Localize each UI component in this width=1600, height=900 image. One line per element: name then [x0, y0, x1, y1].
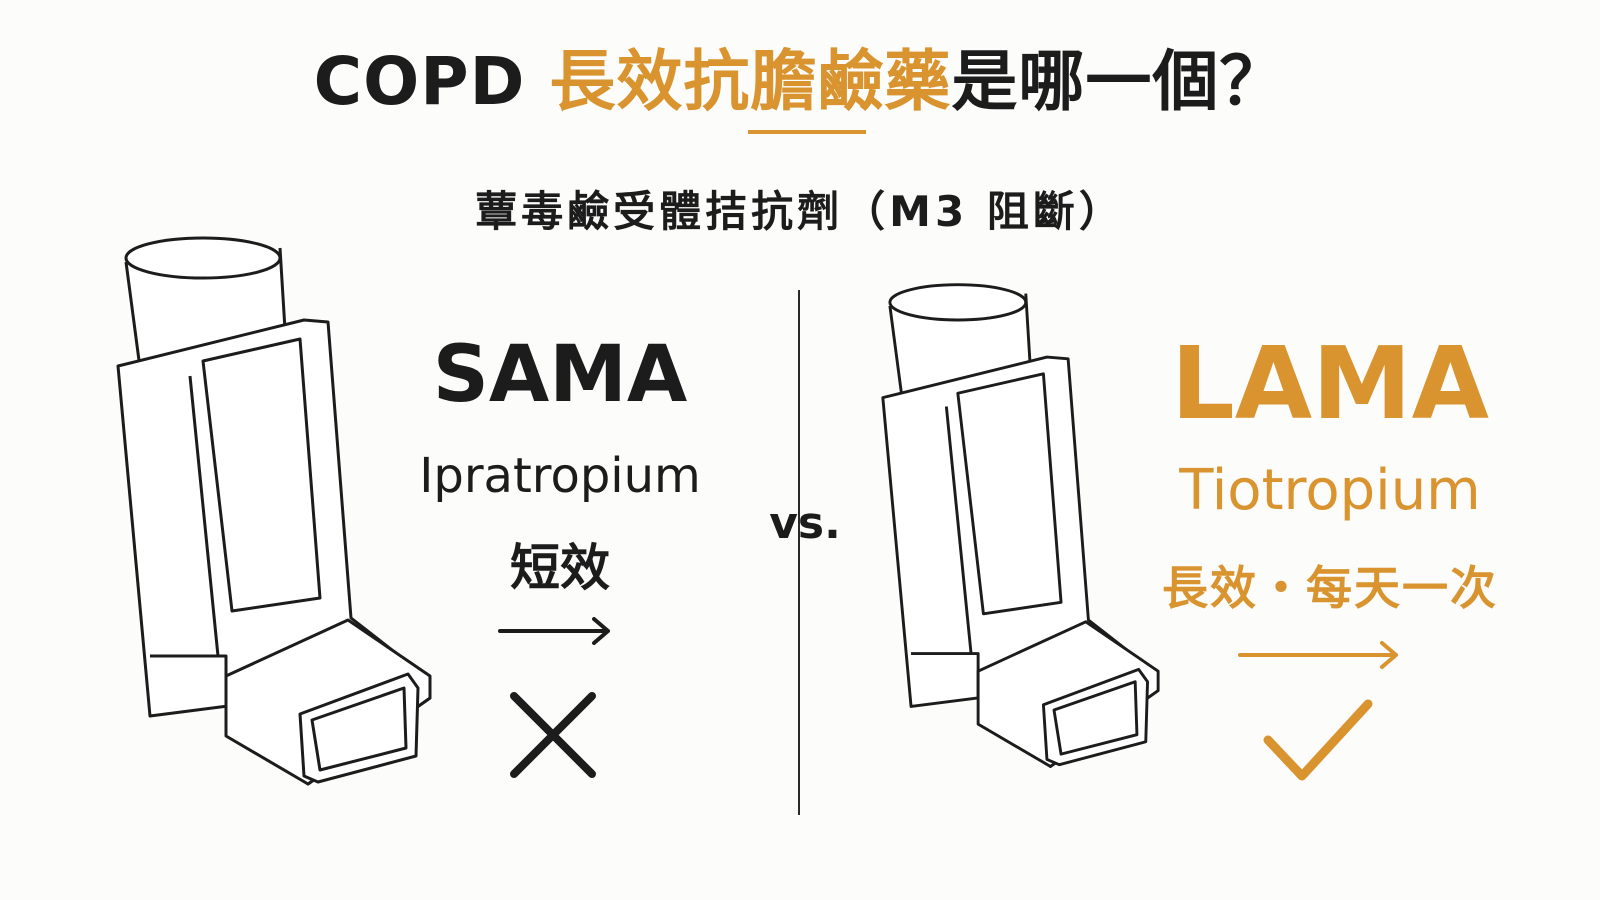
title-prefix: COPD — [313, 43, 550, 120]
cross-icon — [510, 692, 596, 778]
sama-label: SAMA — [432, 330, 688, 420]
sama-drug-name: Ipratropium — [419, 448, 701, 504]
page-title: COPD 長效抗膽鹼藥是哪一個？ — [0, 28, 1600, 124]
vs-label: vs. — [769, 498, 841, 549]
sama-note: 短效 — [510, 539, 610, 597]
check-icon — [1263, 699, 1373, 781]
arrow-right-icon — [1238, 641, 1398, 669]
title-highlight: 長效抗膽鹼藥 — [549, 43, 952, 120]
center-divider — [798, 290, 800, 815]
subtitle: 蕈毒鹼受體拮抗劑（M3 阻斷） — [475, 187, 1125, 236]
lama-label: LAMA — [1170, 325, 1490, 442]
lama-note: 長效・每天一次 — [1162, 561, 1498, 615]
arrow-right-icon — [498, 617, 610, 645]
lama-drug-name: Tiotropium — [1179, 458, 1481, 523]
title-suffix: 是哪一個？ — [951, 43, 1287, 120]
title-underline — [748, 130, 866, 134]
inhaler-icon — [881, 283, 1160, 768]
inhaler-icon — [116, 236, 432, 786]
